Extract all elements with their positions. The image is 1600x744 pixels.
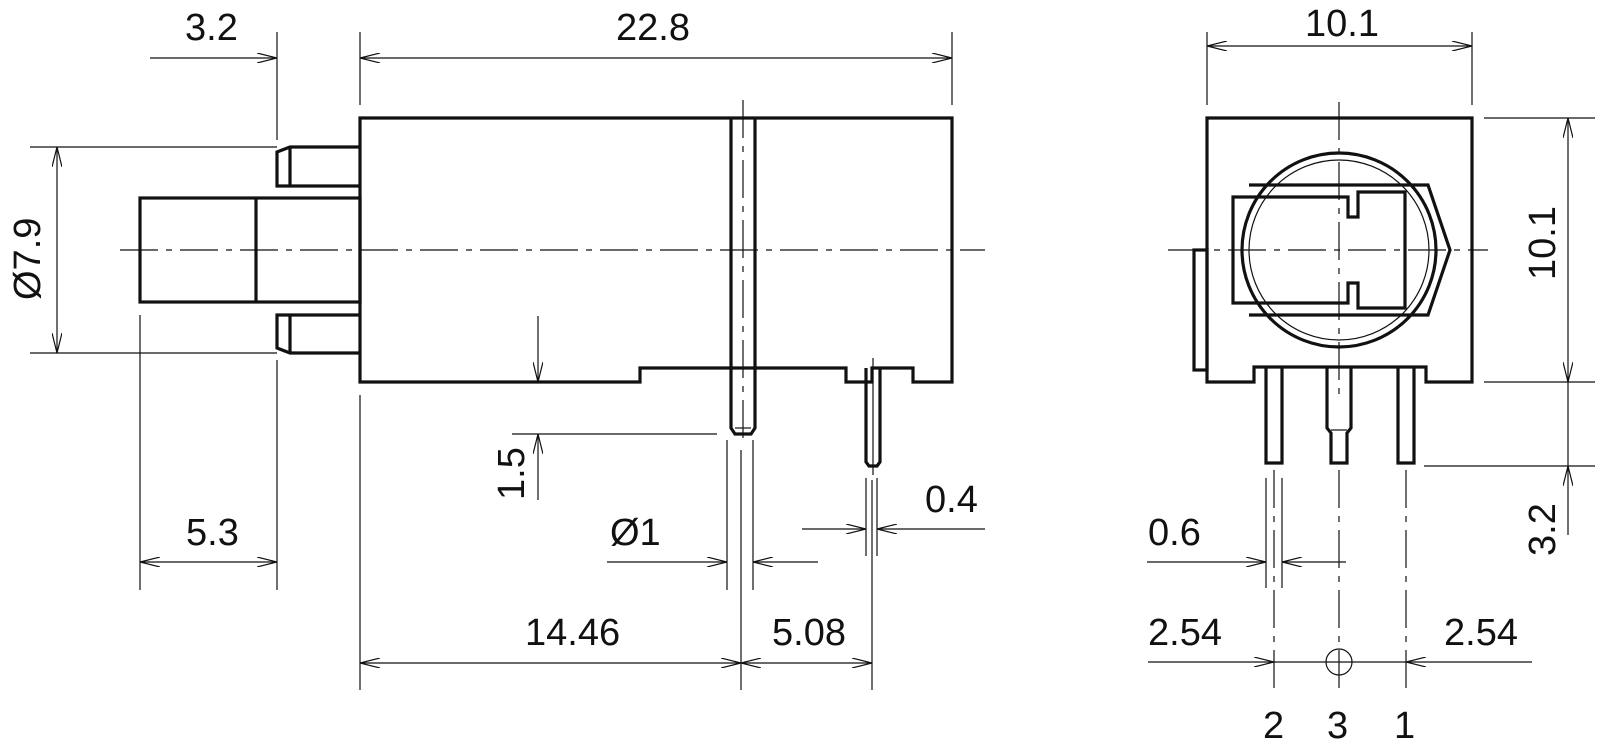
pin-3 [1325, 367, 1353, 465]
pin-label-1: 1 [1394, 705, 1415, 744]
dim-lead-length: 3.2 [1522, 503, 1564, 556]
dim-lens-length: 5.3 [186, 512, 239, 554]
dim-diameter: Ø7.9 [7, 218, 49, 300]
dim-pin-thickness: 0.4 [925, 479, 978, 521]
pin-2 [1264, 367, 1284, 465]
dim-front-width: 10.1 [1305, 3, 1379, 45]
dim-pitch-right: 2.54 [1444, 612, 1518, 654]
dim-pin-standoff: 1.5 [491, 447, 533, 500]
pin-label-3: 3 [1327, 705, 1348, 744]
dim-pin-spacing: 5.08 [772, 612, 846, 654]
side-view: 3.2 22.8 Ø7.9 5.3 1.5 Ø1 0.4 [7, 7, 985, 690]
dim-pitch-left: 2.54 [1148, 612, 1222, 654]
snap-pin-bottom [275, 313, 360, 355]
lens-cap [1249, 183, 1452, 317]
snap-pin-top [275, 145, 360, 188]
housing-outline [358, 116, 954, 384]
pin-label-2: 2 [1263, 705, 1284, 744]
reference-circle [1325, 648, 1353, 676]
front-view: 10.1 10.1 3.2 0.6 2.54 2.54 2 3 1 [1147, 3, 1595, 744]
lens-insert [1231, 190, 1407, 310]
front-housing [1205, 116, 1474, 384]
dim-pin-width: 0.6 [1148, 512, 1201, 554]
dim-flange-offset: 3.2 [185, 7, 238, 49]
dim-pin-position: 14.46 [525, 612, 620, 654]
side-tab [1192, 248, 1209, 372]
pin-1 [1396, 367, 1416, 465]
dim-body-length: 22.8 [616, 7, 690, 49]
dim-pin-diameter: Ø1 [610, 512, 661, 554]
dim-front-height: 10.1 [1522, 206, 1564, 280]
